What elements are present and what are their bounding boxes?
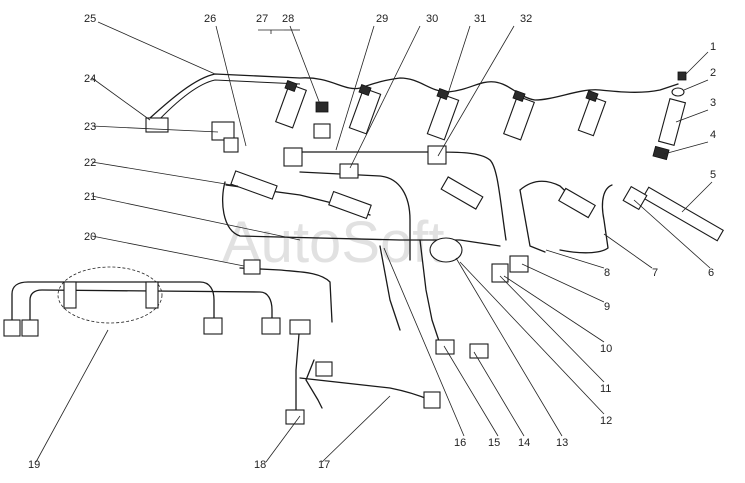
pipe-22	[222, 181, 501, 247]
injector-long-right	[622, 185, 724, 242]
fitting-18-top	[289, 319, 311, 335]
callout-30: 30	[426, 13, 438, 25]
fitting-14	[469, 343, 489, 359]
fitting-31	[427, 145, 447, 165]
callout-12: 12	[600, 415, 612, 427]
return-fitting-1	[3, 319, 21, 337]
pipe-18-a	[295, 321, 301, 413]
callout-19: 19	[28, 459, 40, 471]
fitting-10	[491, 263, 509, 283]
callout-16: 16	[454, 437, 466, 449]
callout-3: 3	[710, 97, 716, 109]
fitting-20	[243, 259, 261, 275]
callout-4: 4	[710, 129, 716, 141]
fitting-9	[509, 255, 529, 273]
injector-top-2	[348, 84, 382, 135]
fitting-24	[145, 117, 169, 133]
injector-22	[230, 170, 278, 200]
callout-14: 14	[518, 437, 530, 449]
injector-32	[440, 176, 484, 210]
clamp-right	[145, 281, 159, 309]
callout-13: 13	[556, 437, 568, 449]
pipe-18-b	[305, 359, 323, 409]
fitting-30	[339, 163, 359, 179]
callout-21: 21	[84, 191, 96, 203]
callout-20: 20	[84, 231, 96, 243]
fitting-29	[283, 147, 303, 167]
injector-top-5	[577, 90, 607, 137]
return-pipe-20	[239, 267, 333, 323]
fitting-17	[423, 391, 441, 409]
callout-32: 32	[520, 13, 532, 25]
callout-26: 26	[204, 13, 216, 25]
callout-1: 1	[710, 41, 716, 53]
callout-27: 27	[256, 13, 268, 25]
connector-8	[558, 187, 596, 219]
injector-mid	[328, 190, 372, 220]
callout-17: 17	[318, 459, 330, 471]
detail-circle-19	[57, 266, 163, 324]
callout-23: 23	[84, 121, 96, 133]
callout-29: 29	[376, 13, 388, 25]
pipe-8-upper	[519, 180, 586, 211]
manifold-pipe-mid	[299, 171, 411, 261]
callout-28: 28	[282, 13, 294, 25]
fitting-18-mid	[315, 361, 333, 377]
callout-11: 11	[600, 383, 611, 395]
fitting-26	[223, 137, 239, 153]
callout-8: 8	[604, 267, 610, 279]
callout-15: 15	[488, 437, 500, 449]
callout-25: 25	[84, 13, 96, 25]
callout-22: 22	[84, 157, 96, 169]
pipe-14	[419, 239, 441, 345]
injector-top-3	[426, 88, 460, 141]
return-pipe-outer	[11, 281, 215, 321]
manifold-pipe-upper	[299, 151, 507, 241]
pipe-7	[559, 184, 613, 254]
fitting-12	[429, 237, 463, 263]
pipe-17	[299, 377, 431, 401]
injector-top-1	[274, 80, 308, 129]
callout-7: 7	[652, 267, 658, 279]
callout-31: 31	[474, 13, 486, 25]
pipe-16	[379, 245, 401, 331]
injector-top-4	[502, 90, 536, 141]
callout-18: 18	[254, 459, 266, 471]
fitting-28-body	[313, 123, 331, 139]
callout-24: 24	[84, 73, 96, 85]
fitting-23	[211, 121, 235, 141]
leader-lines	[35, 21, 713, 463]
callout-10: 10	[600, 343, 612, 355]
injector-detail	[652, 71, 687, 161]
callout-9: 9	[604, 301, 610, 313]
callout-6: 6	[708, 267, 714, 279]
return-fitting-2	[21, 319, 39, 337]
clamp-left	[63, 281, 77, 309]
return-fitting-4	[261, 317, 281, 335]
callout-2: 2	[710, 67, 716, 79]
pipe-8-lower	[519, 189, 546, 253]
fitting-18-bottom	[285, 409, 305, 425]
return-fitting-3	[203, 317, 223, 335]
callout-labels: 1 2 3 4 5 6 7 8 9 10 11 12 13 14 15 16 1…	[28, 13, 716, 471]
fitting-28	[315, 101, 329, 113]
callout-5: 5	[710, 169, 716, 181]
